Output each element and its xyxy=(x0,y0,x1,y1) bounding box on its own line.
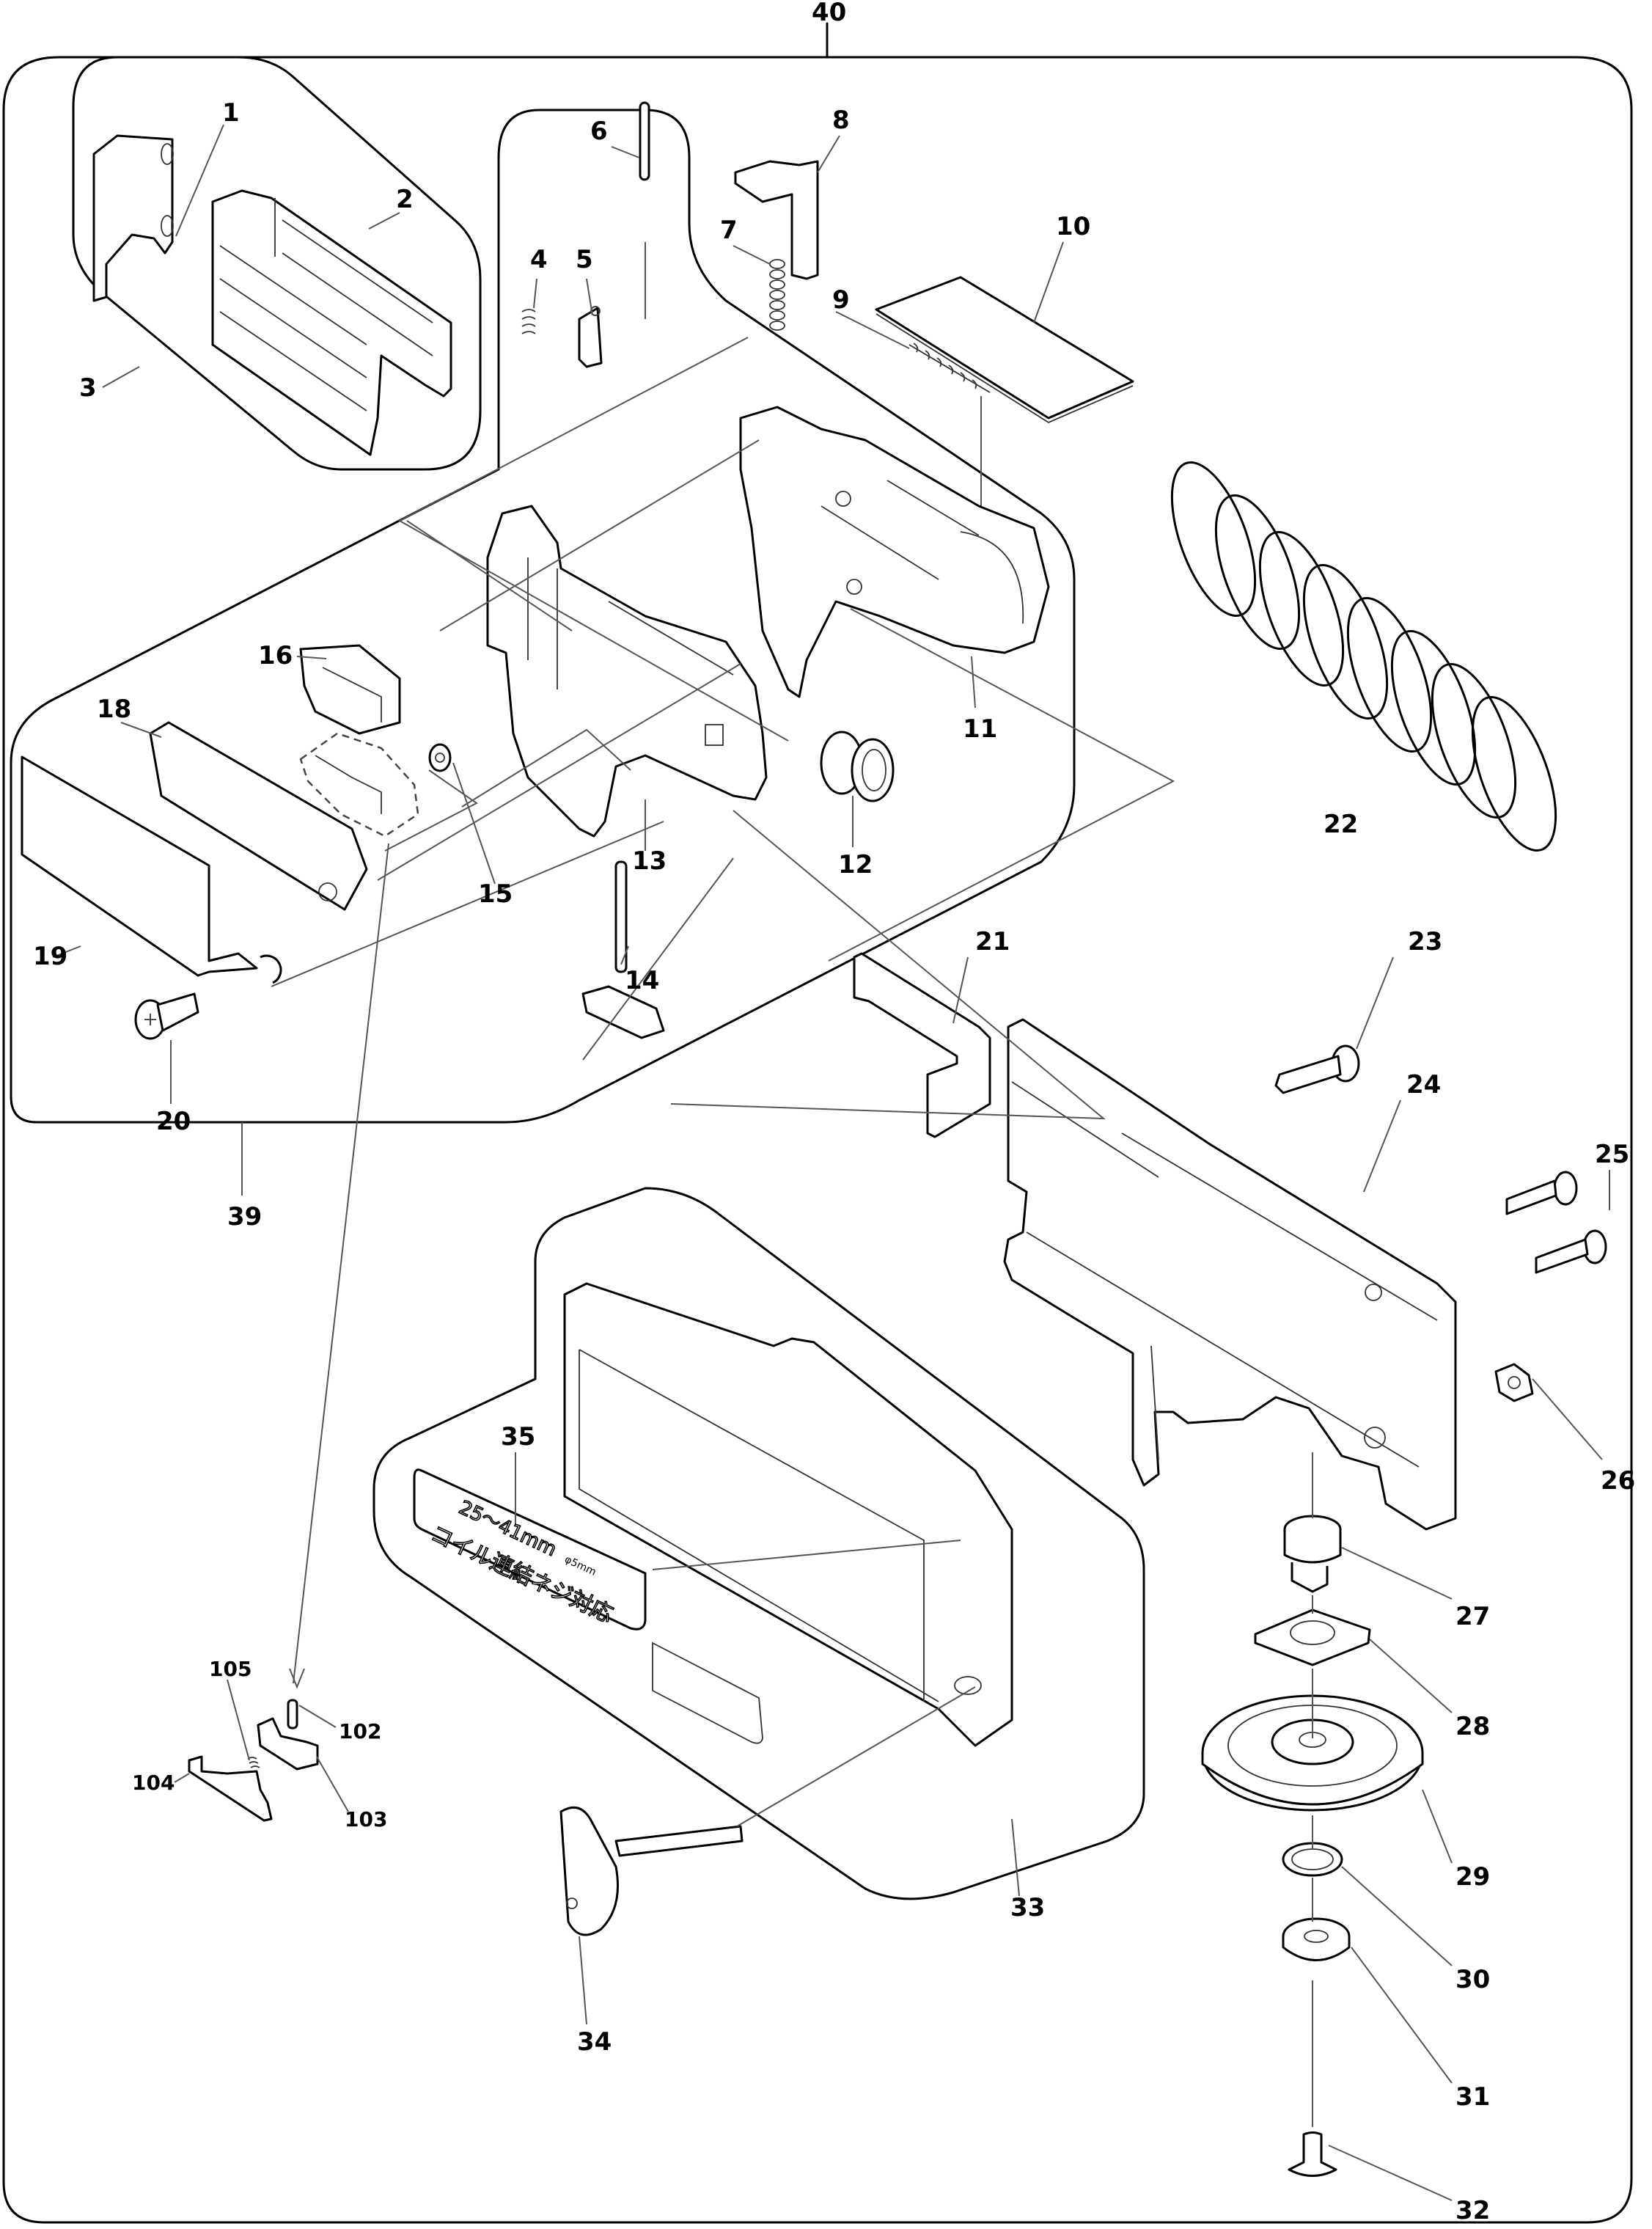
part-13-body xyxy=(486,505,768,838)
label-9: 9 xyxy=(832,285,850,315)
label-35: 35 xyxy=(501,1422,535,1452)
part-21-rail xyxy=(853,952,991,1138)
label-1: 1 xyxy=(222,98,240,128)
part-31-thick-washer xyxy=(1282,1917,1351,1961)
label-5: 5 xyxy=(576,245,593,274)
group-outline-3 xyxy=(72,56,482,471)
part-10-cover-plate xyxy=(875,276,1134,424)
label-105: 105 xyxy=(209,1657,252,1681)
callout-labels: 40 1 2 3 4 5 6 7 8 9 10 11 12 13 14 15 1… xyxy=(33,0,1635,2225)
assembly-guide-lines xyxy=(271,337,1313,2127)
label-24: 24 xyxy=(1406,1070,1441,1099)
group-outline-33 xyxy=(372,1187,1145,1900)
part-2-guide-plate xyxy=(211,189,452,456)
part-14-rod xyxy=(581,860,665,1039)
label-16: 16 xyxy=(258,641,293,670)
part-4-spring xyxy=(521,309,536,334)
part-16-block xyxy=(299,644,401,735)
label-12: 12 xyxy=(838,850,873,879)
part-12-collar xyxy=(820,731,895,802)
part-28-square-plate xyxy=(1254,1608,1371,1666)
label-103: 103 xyxy=(345,1807,387,1831)
part-27-cap xyxy=(1283,1515,1342,1593)
group-outline-39 xyxy=(10,109,1076,1124)
part-20-screw xyxy=(134,992,199,1040)
subassembly-dashed xyxy=(299,732,419,838)
label-2: 2 xyxy=(396,185,414,214)
part-29-adjust-dial xyxy=(1201,1694,1424,1812)
part-33-magazine-case xyxy=(563,1282,1013,1747)
part-25-screws xyxy=(1505,1171,1607,1274)
label-39: 39 xyxy=(227,1202,262,1231)
label-21: 21 xyxy=(975,927,1010,956)
label-104: 104 xyxy=(132,1771,175,1795)
part-19-shutter xyxy=(21,755,282,984)
label-31: 31 xyxy=(1455,2082,1490,2112)
part-32-countersunk-screw xyxy=(1288,2131,1337,2177)
label-28: 28 xyxy=(1455,1712,1490,1741)
label-4: 4 xyxy=(530,245,548,274)
part-8-lever xyxy=(734,160,819,280)
label-102: 102 xyxy=(339,1719,381,1743)
label-15: 15 xyxy=(478,879,513,909)
label-27: 27 xyxy=(1455,1602,1490,1631)
part-22-coil-spring xyxy=(1170,461,1557,852)
part-24-frame xyxy=(1003,1018,1457,1531)
label-20: 20 xyxy=(156,1107,191,1136)
label-25: 25 xyxy=(1595,1140,1629,1169)
group-outline-40 xyxy=(2,22,1633,2224)
label-10: 10 xyxy=(1056,212,1090,241)
leader-lines xyxy=(52,124,1610,2201)
part-104-slider xyxy=(188,1755,273,1822)
part-35-decal xyxy=(413,1468,763,1744)
part-102-pin xyxy=(287,1699,298,1730)
label-34: 34 xyxy=(577,2027,612,2057)
label-11: 11 xyxy=(963,714,997,744)
part-7-spring xyxy=(769,259,785,331)
label-32: 32 xyxy=(1455,2196,1490,2225)
label-7: 7 xyxy=(720,216,738,245)
label-40: 40 xyxy=(812,0,846,27)
label-22: 22 xyxy=(1324,810,1358,839)
part-15-bushing xyxy=(428,743,452,772)
label-3: 3 xyxy=(79,373,97,403)
label-30: 30 xyxy=(1455,1965,1490,1994)
part-18-plate xyxy=(149,721,368,911)
part-23-screw xyxy=(1274,1044,1360,1094)
label-19: 19 xyxy=(33,942,67,971)
label-8: 8 xyxy=(832,106,850,135)
part-1-bracket xyxy=(92,134,174,302)
part-34-thumb-screw xyxy=(559,1806,744,1936)
part-11-housing xyxy=(739,406,1050,698)
part-26-nut xyxy=(1494,1363,1534,1402)
label-6: 6 xyxy=(590,117,608,146)
part-5-clip xyxy=(578,306,603,368)
label-14: 14 xyxy=(625,966,659,995)
part-6-pin xyxy=(639,101,650,319)
label-23: 23 xyxy=(1408,927,1442,956)
label-33: 33 xyxy=(1010,1893,1045,1922)
label-29: 29 xyxy=(1455,1862,1490,1892)
label-13: 13 xyxy=(632,846,667,876)
label-26: 26 xyxy=(1601,1466,1635,1496)
part-103-latch xyxy=(257,1717,319,1771)
label-18: 18 xyxy=(97,695,131,724)
